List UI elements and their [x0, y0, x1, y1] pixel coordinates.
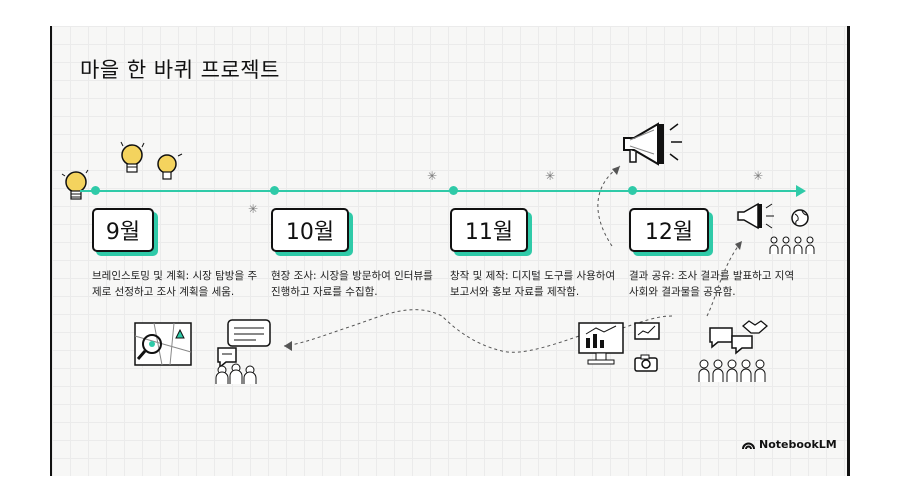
megaphone-icon	[737, 202, 774, 230]
brand-logo: NotebookLM	[742, 438, 837, 451]
speech-bubble-icon	[215, 319, 271, 384]
month-label-nov: 11월	[450, 208, 528, 252]
sparkle-icon: ✳	[248, 202, 259, 216]
notebooklm-logo-icon	[742, 442, 755, 449]
lightbulb-icon	[61, 169, 89, 200]
sparkle-icon: ✳	[753, 169, 764, 183]
slide-edge-right	[847, 26, 850, 476]
computer-icon	[578, 322, 624, 365]
timeline-arrowhead	[796, 185, 806, 197]
brand-name: NotebookLM	[759, 438, 837, 451]
slide-title: 마을 한 바퀴 프로젝트	[80, 58, 280, 82]
globe-icon	[791, 209, 809, 227]
timeline-line	[80, 190, 798, 192]
camera-icon	[634, 354, 658, 372]
sparkle-icon: ✳	[545, 169, 556, 183]
letterbox-top	[0, 0, 900, 26]
milestone-desc-oct: 현장 조사: 시장을 방문하여 인터뷰를 진행하고 자료를 수집함.	[271, 270, 433, 298]
timeline-dot-nov	[449, 186, 458, 195]
slide-edge-left	[50, 26, 52, 476]
month-label-oct: 10월	[271, 208, 349, 252]
lightbulb-icon	[157, 153, 183, 180]
milestone-desc-dec: 결과 공유: 조사 결과를 발표하고 지역사회와 결과물을 공유함.	[629, 270, 795, 298]
dashed-connector	[283, 165, 743, 353]
chart-board-icon	[634, 322, 660, 340]
letterbox-bottom	[0, 476, 900, 502]
month-label-dec: 12월	[629, 208, 709, 252]
megaphone-icon	[623, 122, 682, 166]
timeline-dot-oct	[270, 186, 279, 195]
discussion-group-icon	[698, 327, 766, 382]
handshake-icon	[741, 320, 769, 334]
timeline-dot-sep	[91, 186, 100, 195]
people-icon	[769, 236, 815, 254]
month-label-sep: 9월	[92, 208, 154, 252]
milestone-desc-nov: 창작 및 제작: 디지털 도구를 사용하여 보고서와 홍보 자료를 제작함.	[450, 270, 616, 298]
lightbulb-icon	[120, 141, 145, 173]
timeline-dot-dec	[628, 186, 637, 195]
milestone-desc-sep: 브레인스토밍 및 계획: 시장 탐방을 주제로 선정하고 조사 계획을 세움.	[92, 270, 258, 298]
slide: 마을 한 바퀴 프로젝트 ✳ ✳ ✳ ✳ 9월 10월 11월 12월 브레인스…	[52, 26, 847, 476]
map-icon	[134, 322, 192, 366]
sparkle-icon: ✳	[427, 169, 438, 183]
